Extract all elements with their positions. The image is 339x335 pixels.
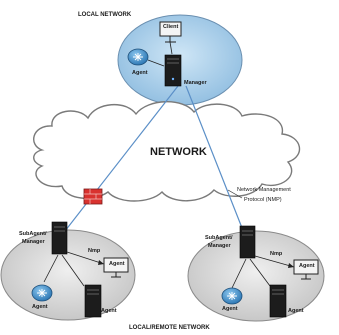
client-label: Client	[163, 24, 179, 30]
local-network-title: LOCAL NETWORK	[78, 12, 132, 18]
right-subagent-label-line1: SubAgent/	[205, 235, 233, 241]
protocol-label-line1: Network Management	[237, 187, 291, 193]
network-cloud	[33, 101, 300, 202]
protocol-pointer	[227, 189, 243, 199]
left-subagent-server-icon	[51, 221, 68, 255]
manager-label: Manager	[184, 80, 207, 86]
right-nmp-label: Nmp	[270, 251, 283, 257]
left-router-icon	[31, 284, 53, 302]
left-agent-server-icon	[84, 284, 102, 318]
right-remote-network-zone	[187, 230, 325, 322]
right-agent-monitor-icon	[293, 259, 319, 280]
right-subagent-server-icon	[239, 225, 256, 259]
client-monitor-icon	[159, 21, 182, 43]
left-router-agent-label: Agent	[32, 304, 48, 310]
protocol-label-line2: Protocol (NMP)	[244, 197, 282, 203]
left-subagent-label-line1: SubAgent/	[19, 231, 47, 237]
right-server-agent-label: Agent	[288, 308, 304, 314]
right-agent-box-label: Agent	[299, 263, 315, 269]
left-agent-monitor-icon	[103, 257, 129, 278]
left-agent-box-label: Agent	[109, 261, 125, 267]
right-subagent-label-line2: Manager	[208, 243, 231, 249]
remote-network-title: LOCAL/REMOTE NETWORK	[129, 325, 210, 331]
right-router-agent-label: Agent	[222, 306, 238, 312]
manager-server-icon	[164, 54, 182, 87]
right-router-icon	[221, 287, 243, 305]
top-agent-label: Agent	[132, 70, 148, 76]
left-server-agent-label: Agent	[101, 308, 117, 314]
router-icon	[127, 48, 149, 66]
link-manager-to-left	[57, 85, 179, 241]
right-agent-server-icon	[269, 284, 287, 318]
left-nmp-label: Nmp	[88, 248, 101, 254]
left-subagent-label-line2: Manager	[22, 239, 45, 245]
firewall-icon	[83, 188, 103, 205]
network-label: NETWORK	[150, 146, 207, 158]
link-manager-to-right	[185, 85, 247, 239]
